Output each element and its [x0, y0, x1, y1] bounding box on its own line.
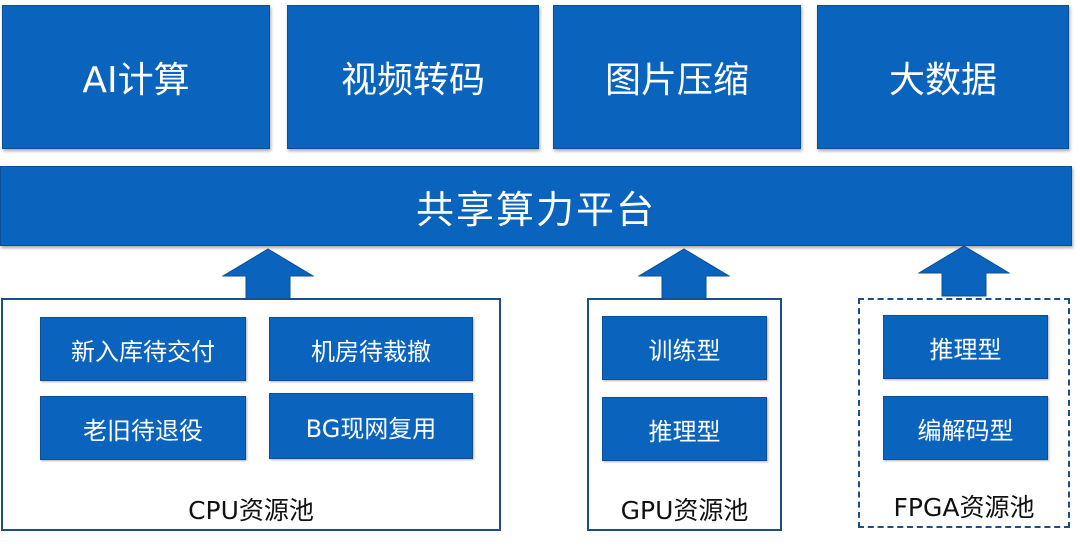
item-label: 新入库待交付 [71, 337, 215, 366]
gpu-item-training: 训练型 [602, 316, 767, 380]
fpga-pool-label: FPGA资源池 [893, 493, 1035, 522]
platform-label: 共享算力平台 [415, 187, 656, 232]
app-label: 图片压缩 [604, 60, 749, 101]
app-box-video-transcode: 视频转码 [287, 5, 539, 149]
item-label: 老旧待退役 [83, 416, 203, 445]
item-label: 训练型 [648, 336, 721, 365]
app-box-image-compress: 图片压缩 [553, 5, 801, 149]
cpu-resource-pool: CPU资源池 [1, 298, 501, 531]
gpu-item-inference: 推理型 [602, 397, 767, 461]
gpu-resource-pool: GPU资源池 [587, 298, 782, 531]
cpu-item-new-delivery: 新入库待交付 [40, 317, 246, 381]
app-box-ai-compute: AI计算 [2, 5, 270, 149]
item-label: 编解码型 [917, 416, 1014, 445]
item-label: 推理型 [929, 335, 1002, 364]
fpga-item-inference: 推理型 [883, 315, 1048, 379]
shared-compute-platform-bar: 共享算力平台 [0, 166, 1072, 246]
app-box-big-data: 大数据 [817, 5, 1069, 149]
gpu-pool-label: GPU资源池 [620, 496, 749, 525]
up-arrow-icon [918, 245, 1010, 297]
cpu-item-bg-reuse: BG现网复用 [269, 393, 473, 459]
app-label: AI计算 [82, 60, 190, 101]
up-arrow-icon [638, 248, 730, 300]
cpu-item-legacy-retire: 老旧待退役 [40, 396, 246, 460]
item-label: BG现网复用 [305, 414, 437, 443]
fpga-resource-pool: FPGA资源池 [858, 298, 1070, 528]
cpu-pool-label: CPU资源池 [188, 496, 314, 525]
cpu-item-dc-decommission: 机房待裁撤 [269, 317, 473, 381]
item-label: 推理型 [648, 417, 721, 446]
fpga-item-codec: 编解码型 [883, 396, 1048, 460]
item-label: 机房待裁撤 [311, 337, 431, 366]
app-label: 视频转码 [340, 60, 485, 101]
app-label: 大数据 [888, 60, 997, 101]
up-arrow-icon [222, 248, 314, 300]
